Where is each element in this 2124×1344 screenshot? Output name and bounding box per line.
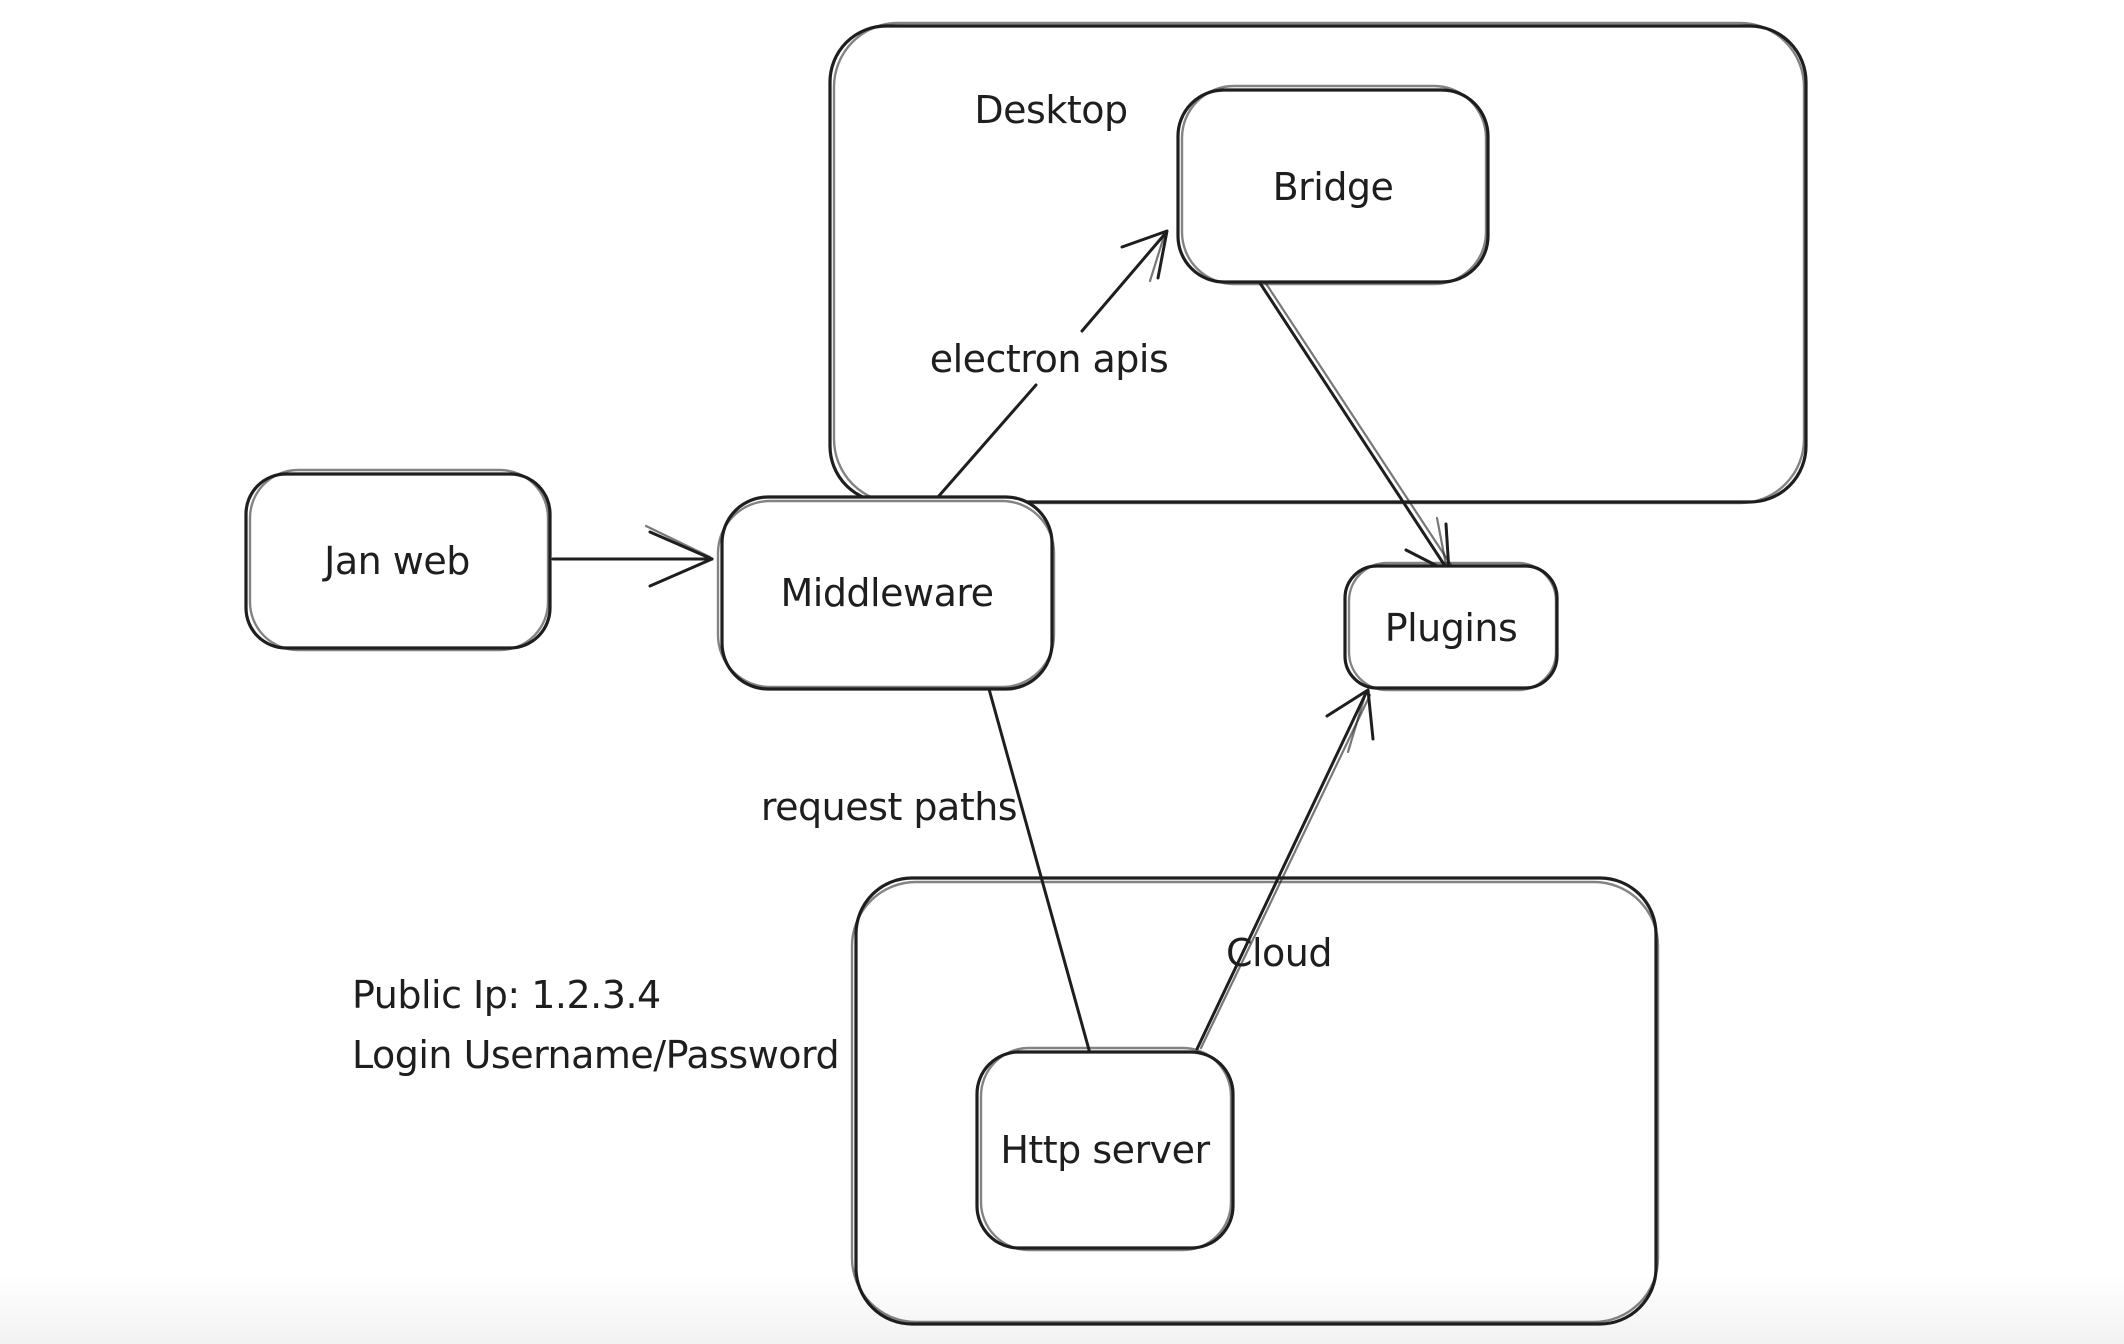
edge-httpserver-plugins-arrowhead — [1325, 688, 1375, 741]
edge-httpserver-plugins[interactable] — [1195, 688, 1375, 1051]
node-plugins-box-sketch — [1347, 561, 1558, 692]
node-jan-web-label: Jan web — [322, 539, 470, 583]
note-login: Login Username/Password — [352, 1033, 839, 1077]
node-bridge-label: Bridge — [1273, 165, 1394, 209]
edge-bridge-plugins-line — [1256, 278, 1449, 571]
edge-janweb-middleware-arrowhead — [648, 530, 714, 588]
edge-httpserver-plugins-line-sketch — [1199, 693, 1372, 1050]
node-middleware-label: Middleware — [780, 571, 993, 615]
edge-label-request-paths[interactable]: request paths — [761, 785, 1018, 829]
container-cloud-label[interactable]: Cloud — [1226, 931, 1333, 975]
edge-middleware-httpserver-line — [987, 687, 1093, 1059]
node-middleware-box[interactable] — [720, 495, 1054, 691]
edge-middleware-httpserver[interactable] — [987, 687, 1093, 1059]
node-bridge-box[interactable] — [1176, 88, 1490, 284]
note-public-ip: Public Ip: 1.2.3.4 — [352, 973, 661, 1017]
node-bridge[interactable]: Bridge — [1176, 84, 1490, 286]
node-bridge-box-sketch — [1180, 84, 1488, 286]
edge-middleware-bridge-arrowhead-sketch — [1148, 231, 1167, 283]
edge-httpserver-plugins-arrowhead-sketch — [1346, 690, 1368, 754]
container-desktop-box-sketch — [832, 21, 1806, 505]
edge-bridge-plugins-arrowhead-sketch — [1435, 516, 1449, 572]
node-plugins[interactable]: Plugins — [1343, 561, 1559, 692]
edge-label-electron-apis[interactable]: electron apis — [930, 337, 1169, 381]
node-plugins-label: Plugins — [1385, 606, 1518, 650]
node-jan-web-box[interactable] — [244, 472, 552, 650]
container-desktop-label[interactable]: Desktop — [974, 88, 1128, 132]
edge-middleware-bridge-arrowhead — [1120, 229, 1169, 280]
node-jan-web[interactable]: Jan web — [244, 468, 552, 652]
node-jan-web-box-sketch — [248, 468, 550, 652]
container-cloud-box-sketch — [850, 880, 1660, 1324]
edge-janweb-middleware[interactable] — [551, 524, 714, 588]
node-http-server-label: Http server — [1000, 1128, 1210, 1172]
node-http-server-box-sketch — [979, 1046, 1233, 1252]
edge-bridge-plugins-line-sketch — [1261, 277, 1453, 567]
node-middleware[interactable]: Middleware — [716, 495, 1056, 691]
edge-middleware-bridge[interactable] — [936, 229, 1169, 499]
node-middleware-box-sketch — [716, 499, 1056, 689]
edge-middleware-bridge-line — [936, 233, 1166, 499]
node-http-server[interactable]: Http server — [975, 1046, 1235, 1252]
note-credentials[interactable]: Public Ip: 1.2.3.4 Login Username/Passwo… — [352, 973, 840, 1077]
edge-httpserver-plugins-line — [1195, 691, 1368, 1051]
edge-bridge-plugins[interactable] — [1256, 277, 1453, 574]
node-http-server-box[interactable] — [975, 1050, 1235, 1250]
edge-janweb-middleware-arrowhead-sketch — [644, 524, 712, 559]
